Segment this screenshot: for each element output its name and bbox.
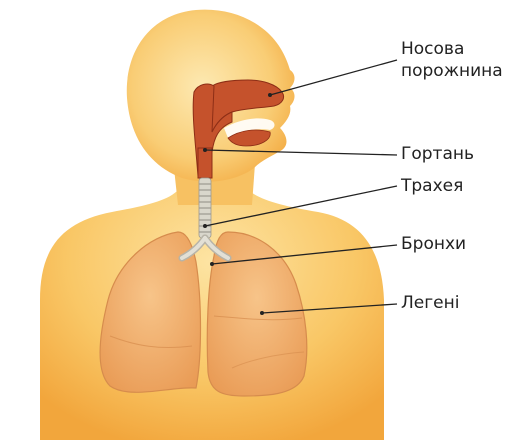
trachea [199, 178, 211, 238]
label-larynx: Гортань [401, 143, 474, 165]
larynx [198, 148, 212, 178]
label-trachea: Трахея [401, 175, 463, 197]
label-bronchi: Бронхи [401, 233, 466, 255]
label-nasal-cavity-line2: порожнина [401, 60, 503, 82]
label-nasal-cavity: Носова порожнина [401, 38, 503, 82]
label-nasal-cavity-line1: Носова [401, 38, 503, 60]
label-lungs: Легені [401, 292, 459, 314]
